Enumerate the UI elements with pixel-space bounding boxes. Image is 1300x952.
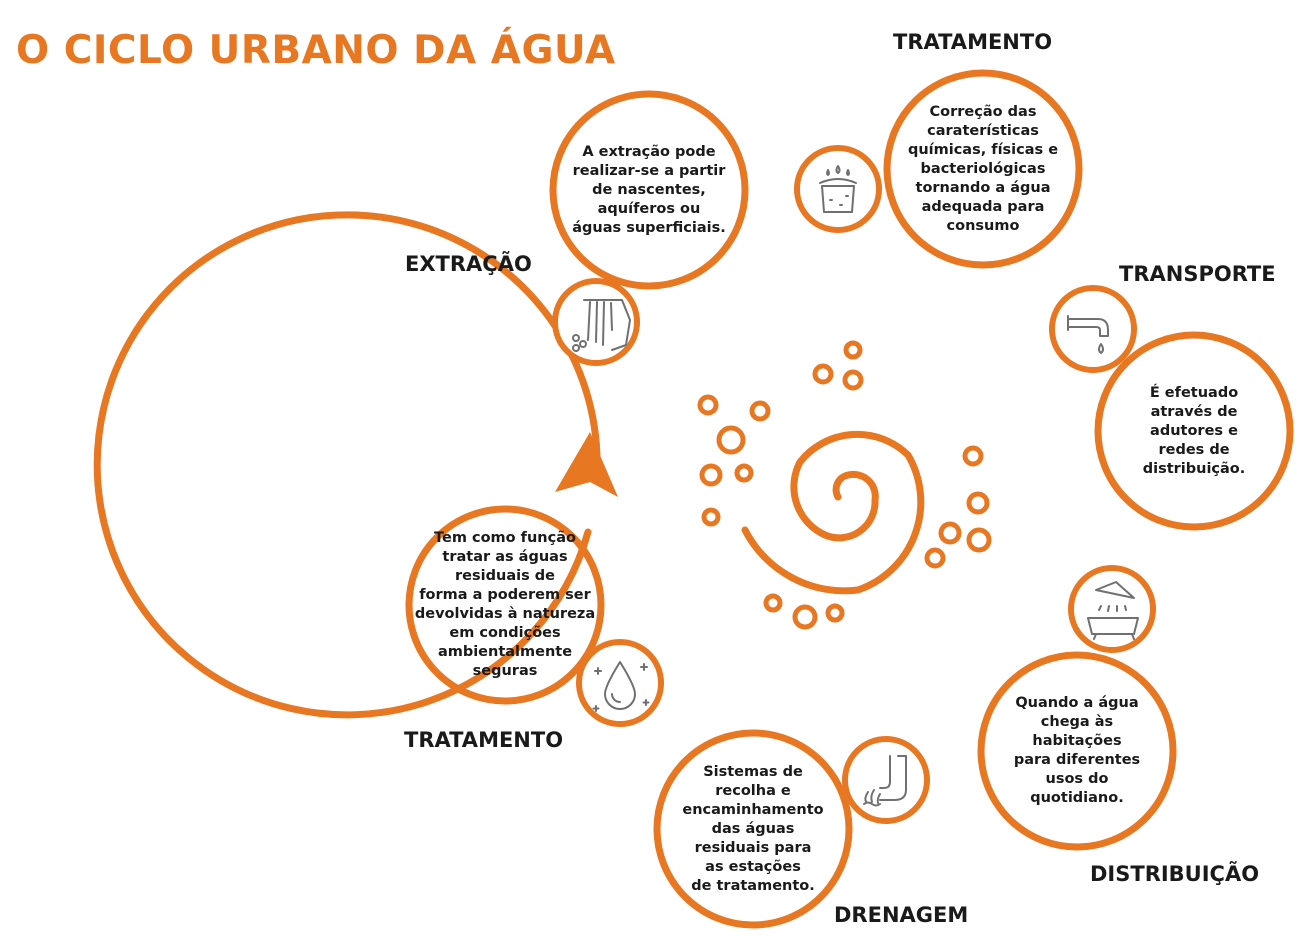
- center-spiral: [741, 430, 925, 595]
- page-title: O CICLO URBANO DA ÁGUA: [16, 28, 616, 73]
- shower-bathtub-icon: [1087, 581, 1139, 640]
- desc-circle-drenagem: [653, 729, 853, 929]
- desc-circle-tratamento-residuais: [405, 505, 605, 705]
- cycle-ring: [93, 211, 601, 719]
- desc-circle-distribuicao: [977, 651, 1177, 851]
- desc-circle-extracao: [549, 90, 749, 290]
- stage-label-transporte: TRANSPORTE: [1119, 262, 1276, 286]
- icon-circle-tratamento-residuais: [576, 639, 664, 727]
- stage-label-tratamento-residuais: TRATAMENTO: [404, 728, 564, 752]
- icon-circle-transporte: [1049, 285, 1137, 373]
- stage-description-drenagem: Sistemas de recolha e encaminhamento das…: [682, 763, 824, 894]
- stage-label-drenagem: DRENAGEM: [834, 903, 969, 927]
- stage-description-extracao: A extração pode realizar-se a partir de …: [572, 143, 726, 236]
- stage-description-transporte: É efetuado através de adutores e redes d…: [1142, 384, 1246, 477]
- icon-circle-drenagem: [842, 736, 930, 824]
- faucet-icon: [1067, 315, 1109, 354]
- waterfall-icon: [572, 299, 631, 352]
- icon-circle-distribuicao: [1068, 565, 1156, 653]
- clean-water-drop-icon: [592, 661, 650, 712]
- description-circles: [405, 69, 1294, 929]
- stage-label-distribuicao: DISTRIBUIÇÃO: [1090, 862, 1260, 886]
- water-treatment-tank-icon: [819, 165, 857, 213]
- desc-circle-tratamento-agua: [883, 69, 1083, 269]
- stage-description-tratamento-residuais: Tem como função tratar as águas residuai…: [414, 530, 596, 679]
- stage-label-extracao: EXTRAÇÃO: [405, 252, 532, 276]
- desc-circle-transporte: [1094, 331, 1294, 531]
- stage-description-tratamento-agua: Correção das caraterísticas químicas, fí…: [907, 103, 1059, 234]
- bubbles: [697, 340, 992, 630]
- cycle-arrow-head: [555, 432, 618, 497]
- drain-pipe-icon: [863, 755, 907, 807]
- icon-circle-tratamento-agua: [794, 145, 882, 233]
- stage-label-tratamento-agua: TRATAMENTO: [893, 30, 1053, 54]
- stage-description-distribuicao: Quando a água chega às habitações para d…: [1013, 695, 1141, 806]
